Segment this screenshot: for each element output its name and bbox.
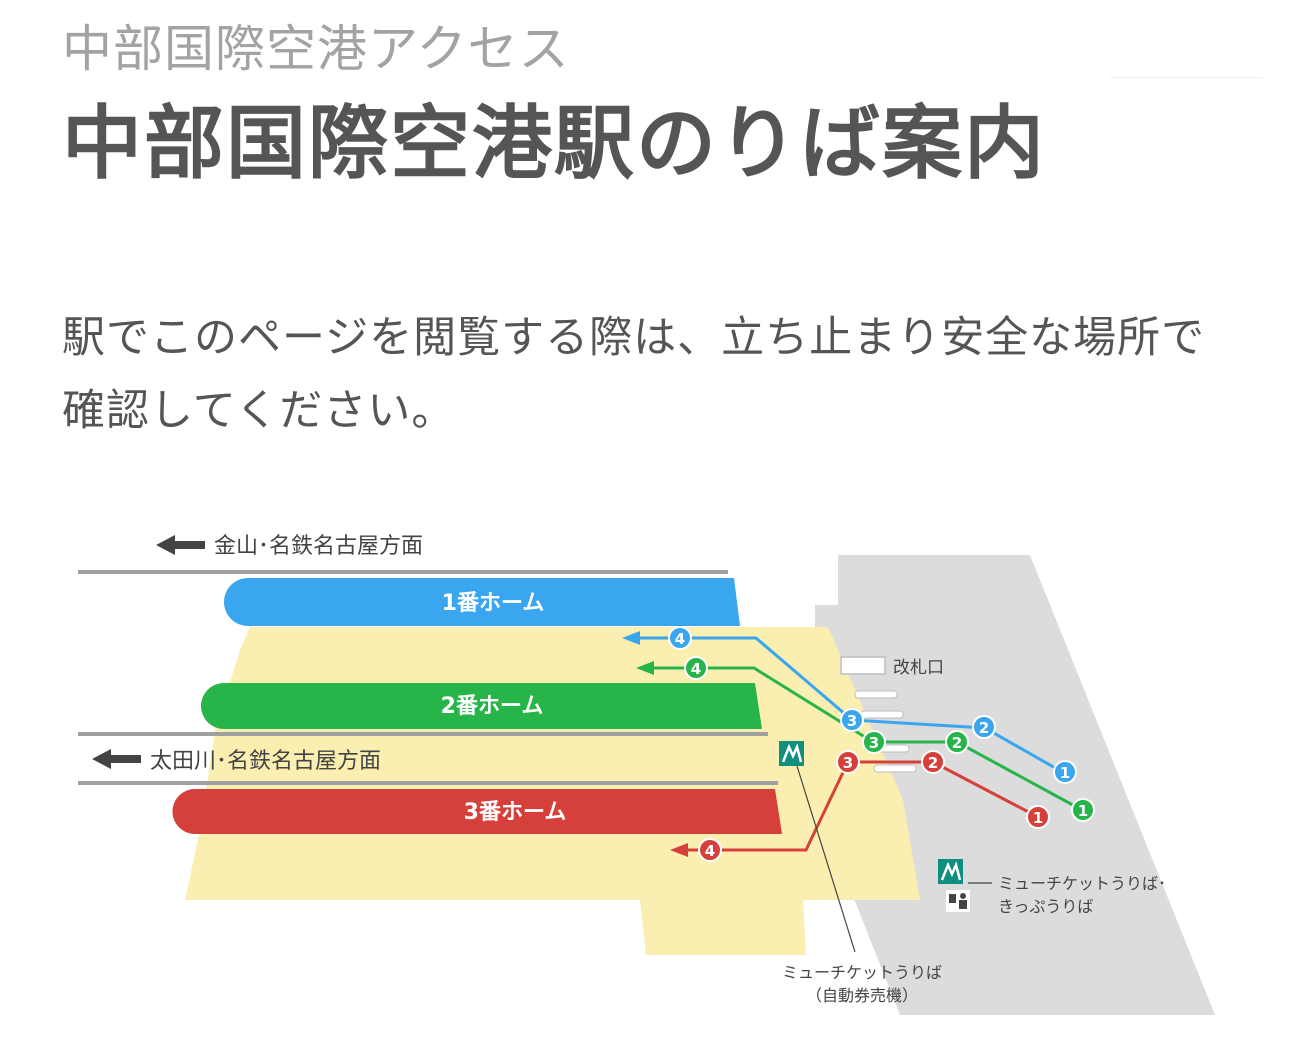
mu-ticket-vending-icon bbox=[779, 741, 804, 766]
svg-text:1: 1 bbox=[1060, 764, 1070, 782]
gate-lane bbox=[873, 764, 917, 773]
svg-text:1: 1 bbox=[1033, 809, 1043, 827]
svg-text:2: 2 bbox=[979, 719, 989, 737]
marker-blue-1: 1 bbox=[1053, 760, 1077, 784]
svg-text:4: 4 bbox=[691, 660, 701, 678]
track-lower-bottom bbox=[78, 781, 778, 785]
platform-2-label: 2番ホーム bbox=[441, 694, 544, 719]
direction-lower: 太田川･名鉄名古屋方面 bbox=[150, 749, 381, 774]
gate-label: 改札口 bbox=[893, 658, 944, 678]
platform-map: 金山･名鉄名古屋方面 太田川･名鉄名古屋方面 1番ホーム 2番ホーム 3番ホーム… bbox=[78, 534, 1215, 1015]
gate-lane bbox=[854, 690, 898, 699]
header-divider bbox=[1110, 77, 1262, 78]
marker-red-2: 2 bbox=[921, 750, 945, 774]
route-green-arrowhead bbox=[636, 661, 654, 675]
page-subtitle: 中部国際空港アクセス bbox=[62, 20, 570, 78]
platform-1-label: 1番ホーム bbox=[442, 591, 545, 616]
platform-1 bbox=[224, 578, 740, 626]
svg-text:1: 1 bbox=[1078, 802, 1088, 820]
track-lower-top bbox=[78, 732, 768, 736]
marker-green-3: 3 bbox=[862, 730, 886, 754]
track-upper bbox=[78, 570, 728, 574]
ticket-office-icon bbox=[946, 890, 970, 912]
marker-blue-2: 2 bbox=[972, 715, 996, 739]
direction-upper: 金山･名鉄名古屋方面 bbox=[214, 534, 423, 559]
marker-green-1: 1 bbox=[1071, 798, 1095, 822]
svg-text:2: 2 bbox=[952, 734, 962, 752]
page-title: 中部国際空港駅のりば案内 bbox=[62, 97, 1046, 190]
arrow-left-icon bbox=[92, 749, 141, 769]
marker-green-4: 4 bbox=[684, 656, 708, 680]
route-blue-arrowhead bbox=[622, 631, 640, 645]
safety-notice: 駅でこのページを閲覧する際は、立ち止まり安全な場所で確認してください。 bbox=[62, 313, 1206, 436]
vending-label-line1: ミューチケットうりば bbox=[782, 963, 942, 982]
platform-2 bbox=[201, 683, 762, 729]
vending-label-line2: （自動券売機） bbox=[806, 986, 918, 1005]
gate-lane bbox=[860, 710, 904, 719]
svg-text:3: 3 bbox=[847, 712, 857, 730]
marker-red-3: 3 bbox=[836, 750, 860, 774]
svg-text:2: 2 bbox=[928, 754, 938, 772]
marker-blue-3: 3 bbox=[840, 708, 864, 732]
mu-ticket-office-icon bbox=[938, 859, 963, 884]
marker-red-1: 1 bbox=[1026, 805, 1050, 829]
svg-text:4: 4 bbox=[675, 630, 685, 648]
svg-text:3: 3 bbox=[843, 754, 853, 772]
marker-blue-4: 4 bbox=[668, 626, 692, 650]
platform-3-label: 3番ホーム bbox=[464, 800, 567, 825]
ticket-office-label-line2: きっぷうりば bbox=[998, 897, 1093, 916]
ticket-office-label-line1: ミューチケットうりば･ bbox=[998, 874, 1166, 893]
arrow-left-icon bbox=[156, 535, 205, 555]
gate-icon bbox=[840, 656, 886, 675]
marker-green-2: 2 bbox=[945, 730, 969, 754]
svg-text:4: 4 bbox=[705, 842, 715, 860]
platform-3 bbox=[172, 789, 782, 834]
svg-text:3: 3 bbox=[869, 734, 879, 752]
vending-leader-line bbox=[796, 765, 856, 953]
marker-red-4: 4 bbox=[698, 838, 722, 862]
route-red-arrowhead bbox=[670, 843, 688, 857]
